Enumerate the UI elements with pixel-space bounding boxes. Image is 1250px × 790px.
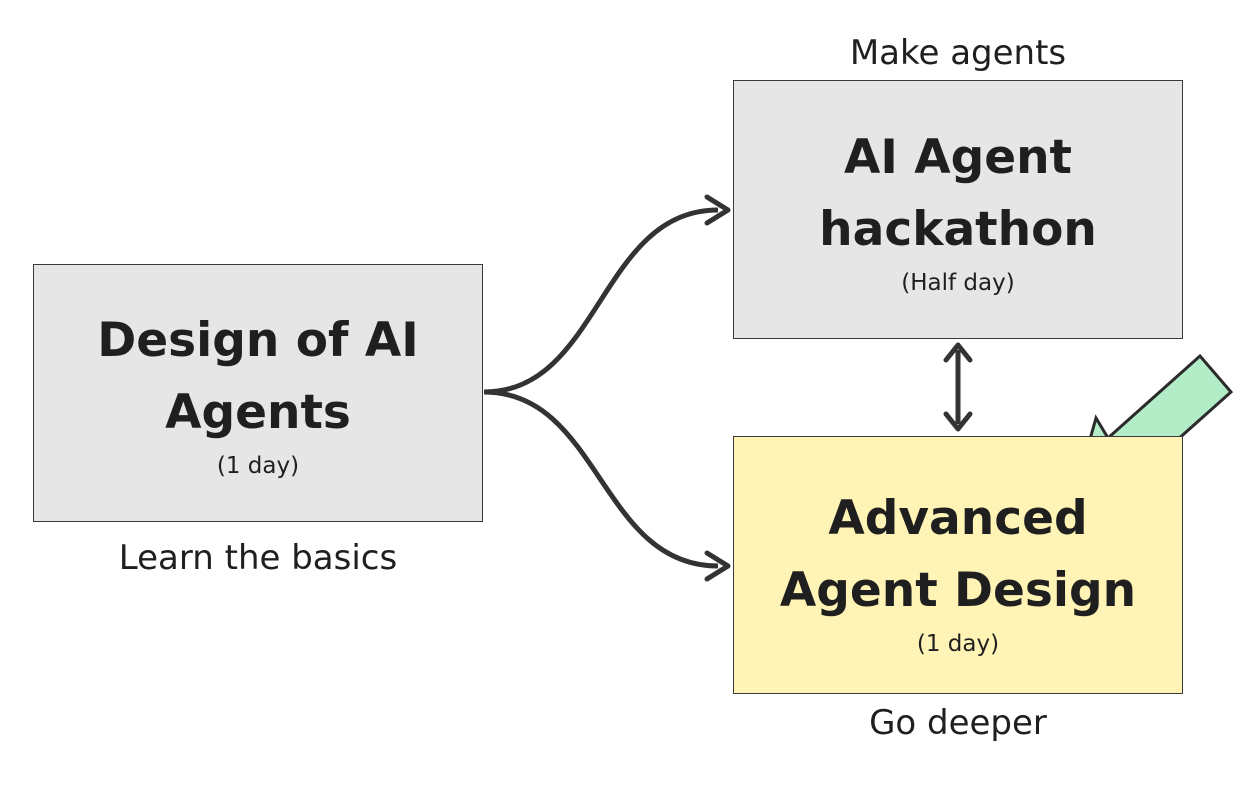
caption-learn-the-basics: Learn the basics	[118, 538, 398, 578]
node-duration: (Half day)	[901, 269, 1015, 296]
arrowhead-up	[943, 342, 973, 363]
node-title-line: Agents	[165, 385, 351, 440]
connector-design-to-hackathon	[483, 207, 719, 395]
node-title-line: AI Agent	[843, 129, 1073, 185]
connector-design-to-advanced	[483, 389, 719, 569]
arrowhead-to-hackathon	[704, 194, 731, 226]
arrowhead-down	[943, 411, 973, 432]
node-duration: (1 day)	[916, 631, 1000, 657]
node-design-of-ai-agents: Design of AI Agents (1 day)	[33, 264, 483, 522]
node-title-line: Design of AI	[97, 313, 419, 368]
node-title-line: Advanced	[828, 491, 1088, 546]
node-advanced-agent-design: Advanced Agent Design (1 day)	[733, 436, 1183, 694]
node-title-line: hackathon	[819, 201, 1097, 257]
node-title-line: Agent Design	[779, 563, 1137, 618]
caption-make-agents: Make agents	[849, 33, 1067, 73]
node-ai-agent-hackathon: AI Agent hackathon (Half day)	[733, 80, 1183, 339]
arrowhead-to-advanced	[704, 550, 731, 582]
caption-go-deeper: Go deeper	[869, 703, 1047, 743]
node-duration: (1 day)	[216, 453, 300, 479]
